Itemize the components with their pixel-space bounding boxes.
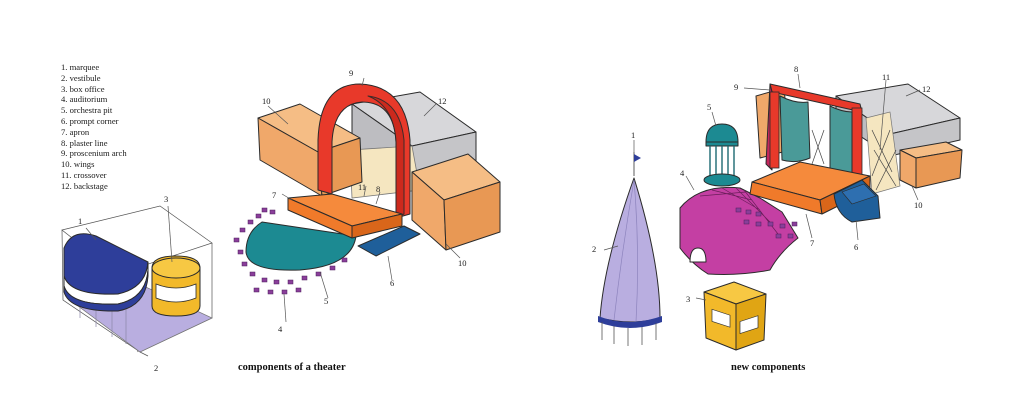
callout-prompt-corner-new: 6 <box>854 242 858 252</box>
legend-item: 8. plaster line <box>61 137 108 148</box>
component-legend: 1. marquee 2. vestibule 3. box office 4.… <box>61 62 127 192</box>
callout-wings: 10 <box>262 96 271 106</box>
callout-prompt-corner: 6 <box>390 278 394 288</box>
vestibule-cone <box>598 152 662 346</box>
orchestra-pit-left <box>245 221 357 271</box>
marquee <box>63 233 149 312</box>
wings-left-lower <box>411 153 501 251</box>
callout-auditorium-new: 4 <box>680 168 685 178</box>
callout-leaders-right <box>603 73 921 301</box>
callout-vestibule: 2 <box>154 363 158 373</box>
callout-box-office-new: 3 <box>686 294 690 304</box>
box-office-kiosk <box>703 281 767 351</box>
stage-assembly-right <box>749 83 963 223</box>
box-office <box>151 255 201 317</box>
callout-orchestra-pit-new: 5 <box>707 102 711 112</box>
legend-item: 3. box office <box>61 83 105 94</box>
callouts-right: 1 2 3 4 5 6 7 8 9 10 11 12 <box>592 64 931 304</box>
proscenium-arch-left <box>317 83 411 219</box>
caption-new-components: new components <box>731 362 806 373</box>
legend-item: 9. proscenium arch <box>61 148 127 159</box>
legend-item: 5. orchestra pit <box>61 105 113 116</box>
callout-crossover-new: 11 <box>882 72 890 82</box>
legend-item: 7. apron <box>61 126 90 137</box>
caption-components-of-theater: components of a theater <box>238 362 346 373</box>
callout-proscenium-arch: 9 <box>349 68 353 78</box>
callout-marquee: 1 <box>78 216 82 226</box>
legend-item: 4. auditorium <box>61 94 108 105</box>
auditorium-seats-right <box>735 207 798 239</box>
callout-leaders-left <box>85 77 461 357</box>
orchestra-pit-cage <box>703 123 741 187</box>
wings-left-upper <box>257 103 363 197</box>
callout-backstage: 12 <box>438 96 447 106</box>
stage-assembly-left <box>233 83 501 295</box>
legend-item: 6. prompt corner <box>61 115 119 126</box>
callout-plaster-line: 8 <box>376 184 380 194</box>
callout-backstage-new: 12 <box>922 84 931 94</box>
callout-wings-lower: 10 <box>458 258 467 268</box>
legend-item: 10. wings <box>61 159 95 170</box>
prompt-corner-left <box>357 225 421 257</box>
callout-auditorium: 4 <box>278 324 283 334</box>
callout-apron-new: 7 <box>810 238 814 248</box>
legend-item: 11. crossover <box>61 169 107 180</box>
legend-item: 12. backstage <box>61 180 108 191</box>
legend-item: 1. marquee <box>61 62 100 72</box>
callout-wings-new: 10 <box>914 200 923 210</box>
callout-plaster-line-new: 8 <box>794 64 798 74</box>
callout-crossover: 11 <box>358 182 366 192</box>
apron-left <box>287 193 403 239</box>
vestibule-block <box>61 205 213 353</box>
auditorium-seats-left <box>233 207 348 295</box>
callouts-left: 1 3 2 9 10 12 7 8 11 10 4 5 6 <box>78 68 467 373</box>
callout-marquee-new: 1 <box>631 130 635 140</box>
callout-orchestra-pit: 5 <box>324 296 328 306</box>
auditorium-shell <box>679 186 799 275</box>
callout-proscenium-new: 9 <box>734 82 738 92</box>
callout-box-office: 3 <box>164 194 168 204</box>
callout-vestibule-new: 2 <box>592 244 596 254</box>
legend-item: 2. vestibule <box>61 72 101 83</box>
callout-apron: 7 <box>272 190 276 200</box>
